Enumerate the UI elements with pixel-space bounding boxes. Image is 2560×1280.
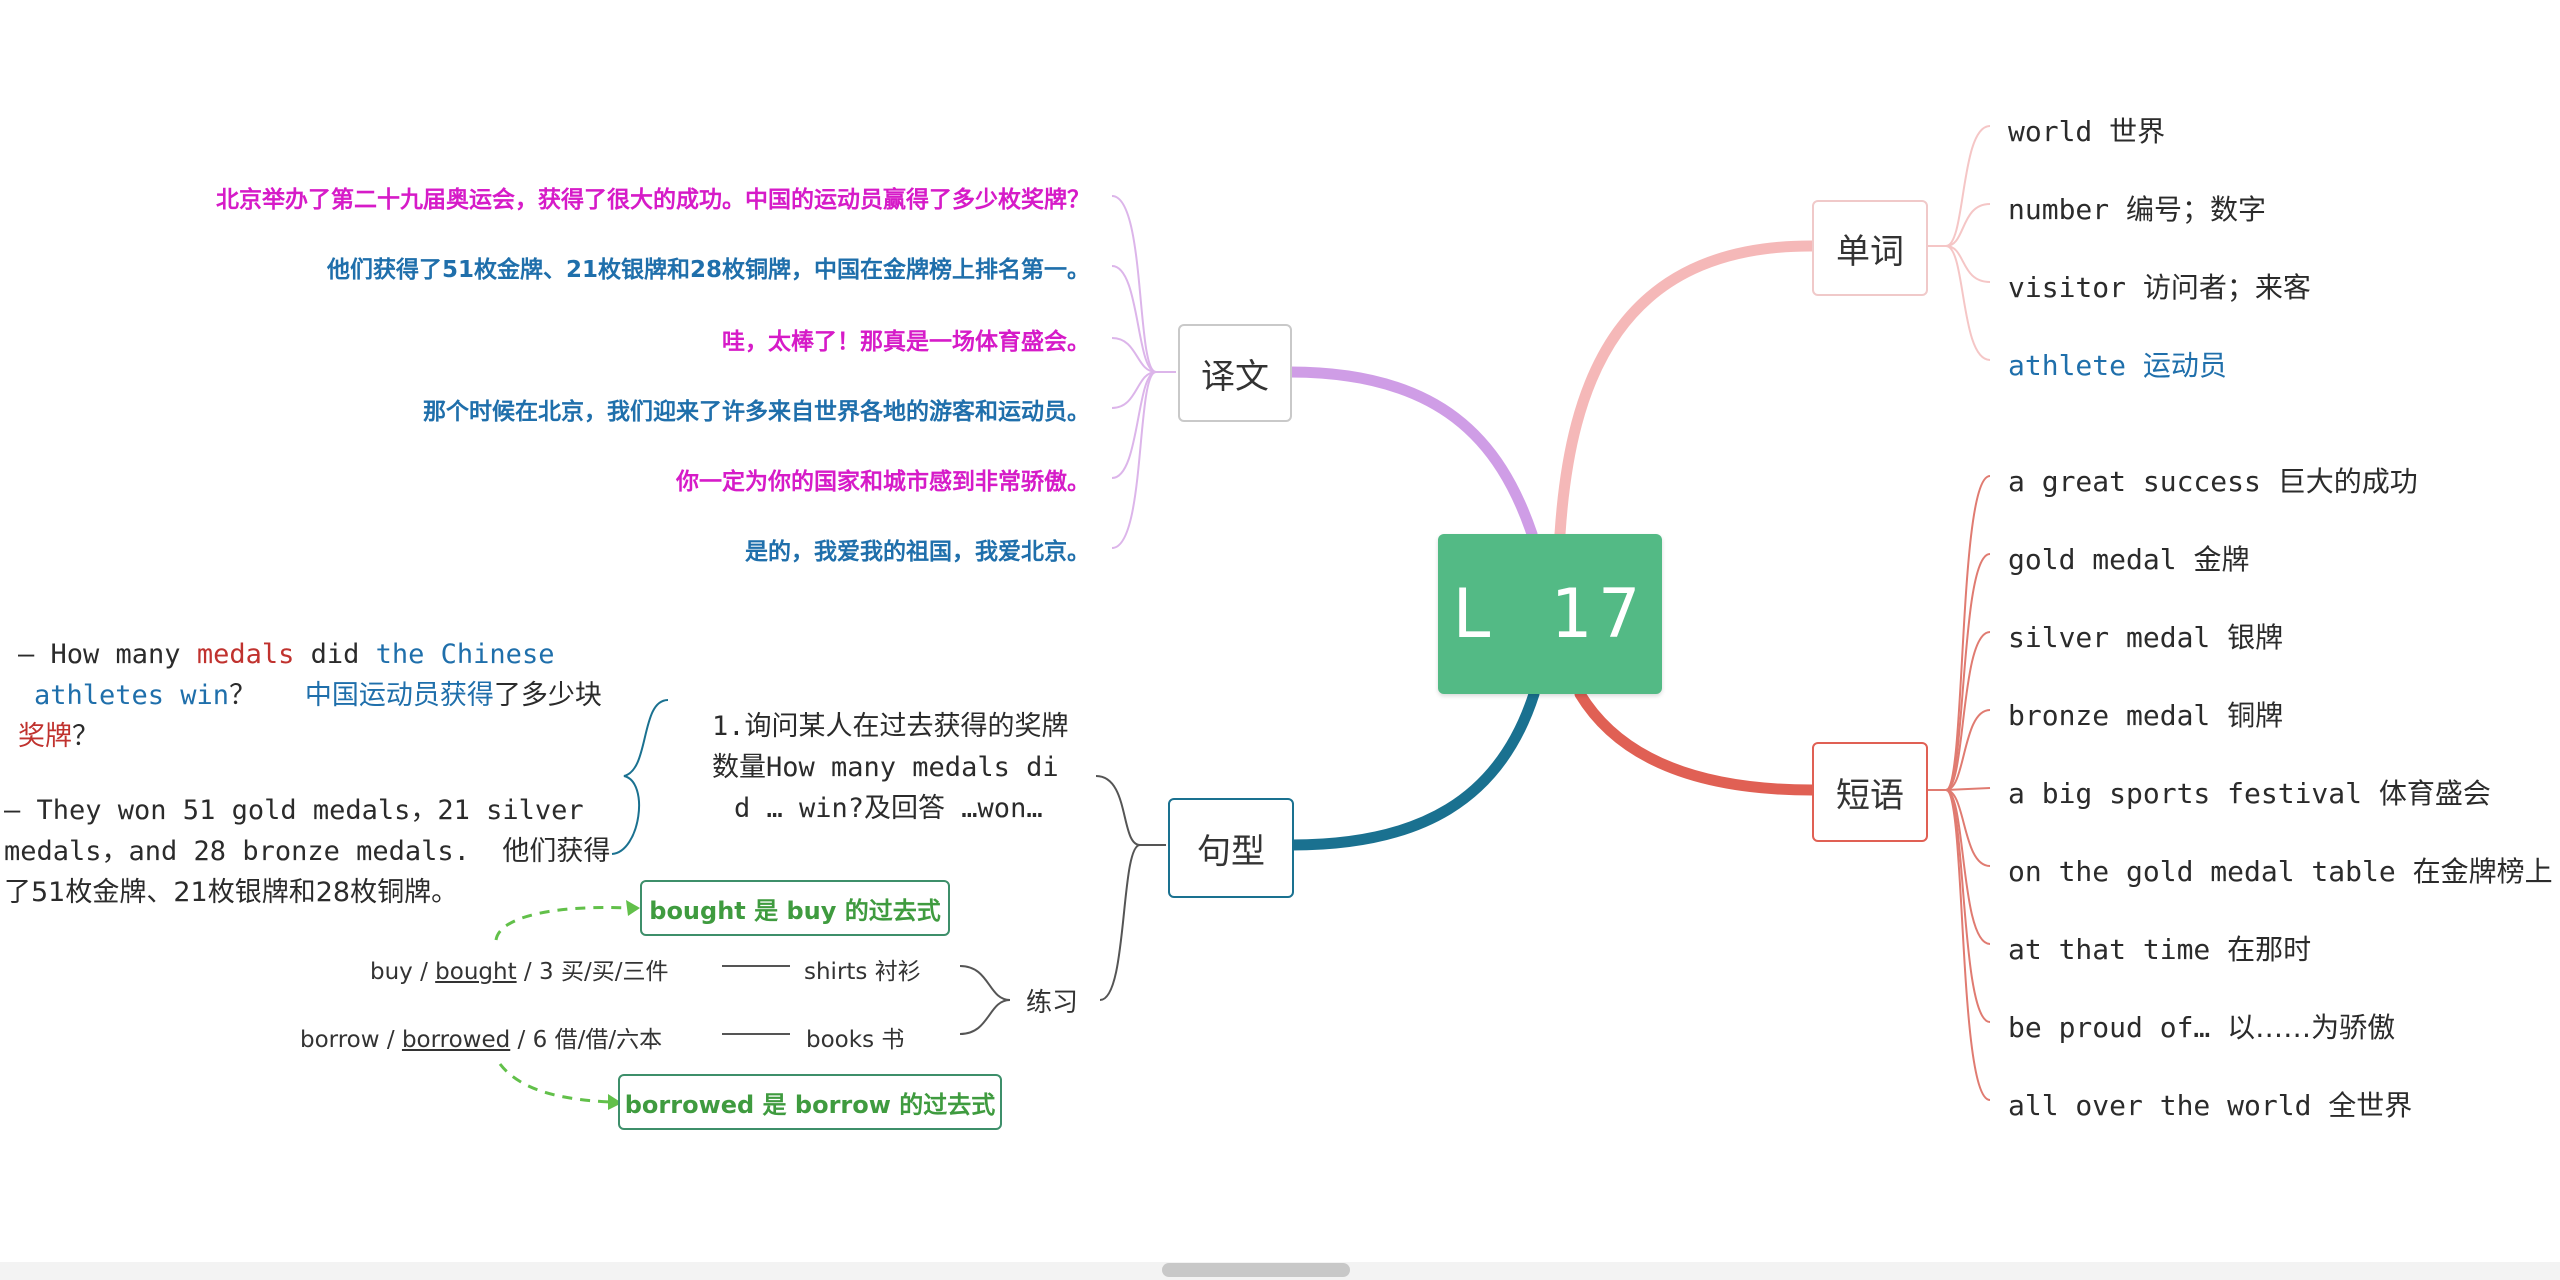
question-text: — How many (18, 639, 197, 670)
question-text: did (294, 639, 376, 670)
pattern-title-line: 1.询问某人在过去获得的奖牌 (712, 711, 1069, 742)
branch-patterns[interactable]: 句型 (1168, 798, 1294, 898)
note-borrowed[interactable]: borrowed 是 borrow 的过去式 (618, 1074, 1002, 1130)
branch-line-phrases (1574, 688, 1818, 796)
note-bought[interactable]: bought 是 buy 的过去式 (640, 880, 950, 936)
translation-item[interactable]: 北京举办了第二十九届奥运会，获得了很大的成功。中国的运动员赢得了多少枚奖牌？ (216, 187, 1090, 213)
question-keyword: the Chinese (375, 639, 555, 670)
phrase-item[interactable]: at that time 在那时 (2008, 933, 2312, 966)
question-translation: 中国运动员获得 (304, 680, 494, 711)
vocab-item[interactable]: athlete 运动员 (2008, 349, 2227, 382)
phrase-item[interactable]: gold medal 金牌 (2008, 543, 2250, 576)
practice-row-1[interactable]: buy / bought / 3 买/买/三件 (370, 952, 668, 986)
phrase-item[interactable]: all over the world 全世界 (2008, 1089, 2413, 1122)
question-text: ？ (229, 680, 257, 711)
translation-sub-lines (1111, 195, 1176, 549)
vocab-sub-lines (1926, 125, 1991, 361)
translation-item[interactable]: 那个时候在北京，我们迎来了许多来自世界各地的游客和运动员。 (423, 399, 1090, 425)
question-translation: 奖牌 (18, 721, 72, 752)
phrase-item[interactable]: silver medal 银牌 (2008, 621, 2284, 654)
answer-translation: 他们获得 (502, 836, 611, 867)
vocab-item[interactable]: number 编号；数字 (2008, 193, 2267, 226)
question-keyword: athletes win (34, 680, 230, 711)
translation-item[interactable]: 是的，我爱我的祖国，我爱北京。 (745, 539, 1090, 565)
phrase-item[interactable]: a big sports festival 体育盛会 (2008, 777, 2491, 810)
phrase-item[interactable]: bronze medal 铜牌 (2008, 699, 2284, 732)
pattern-question[interactable]: — How many medals did the Chinese athlet… (18, 634, 602, 757)
practice-text: / 6 借/借/六本 (510, 1027, 663, 1053)
phrase-item[interactable]: be proud of… 以……为骄傲 (2008, 1011, 2396, 1044)
vocab-item[interactable]: world 世界 (2008, 115, 2166, 148)
practice-text: buy / (370, 959, 436, 985)
answer-line: — They won 51 gold medals，21 silver (4, 795, 584, 826)
pattern-title-line: 数量How many medals di (712, 752, 1059, 783)
branch-line-vocab (1554, 240, 1818, 540)
answer-line: medals，and 28 bronze medals. (4, 836, 470, 867)
question-keyword: medals (196, 639, 295, 670)
practice-label[interactable]: 练习 (1026, 988, 1079, 1018)
practice-text: / 3 买/买/三件 (516, 959, 669, 985)
practice-noun-1[interactable]: shirts 衬衫 (804, 959, 921, 985)
question-translation: 了多少块 (493, 680, 602, 711)
scrollbar-thumb[interactable] (1162, 1263, 1350, 1277)
translation-item[interactable]: 他们获得了51枚金牌、21枚银牌和28枚铜牌，中国在金牌榜上排名第一。 (326, 257, 1090, 283)
practice-row-2[interactable]: borrow / borrowed / 6 借/借/六本 (300, 1020, 662, 1054)
branch-line-patterns (1286, 688, 1540, 851)
branch-phrases[interactable]: 短语 (1812, 742, 1928, 842)
question-text: ？ (72, 721, 99, 752)
branch-vocab[interactable]: 单词 (1812, 200, 1928, 296)
arrow-heads (608, 900, 640, 1110)
branch-line-translation (1284, 366, 1538, 540)
vocab-item[interactable]: visitor 访问者；来客 (2008, 271, 2311, 304)
central-topic[interactable]: L 17 (1438, 534, 1662, 694)
translation-item[interactable]: 哇，太棒了！那真是一场体育盛会。 (722, 329, 1090, 355)
practice-verb: borrowed (401, 1027, 511, 1053)
pattern-sub-lines (611, 699, 1166, 1035)
practice-verb: bought (435, 959, 517, 985)
pattern-title[interactable]: 1.询问某人在过去获得的奖牌 数量How many medals di d … … (712, 706, 1092, 829)
translation-item[interactable]: 你一定为你的国家和城市感到非常骄傲。 (676, 469, 1090, 495)
practice-text: borrow / (300, 1027, 402, 1053)
practice-noun-2[interactable]: books 书 (806, 1027, 905, 1053)
branch-translation[interactable]: 译文 (1178, 324, 1292, 422)
phrase-item[interactable]: a great success 巨大的成功 (2008, 465, 2418, 498)
answer-translation: 了51枚金牌、21枚银牌和28枚铜牌。 (4, 877, 459, 908)
phrase-sub-lines (1926, 475, 1991, 1101)
note-arrows (494, 906, 631, 1104)
phrase-item[interactable]: on the gold medal table 在金牌榜上 (2008, 855, 2553, 888)
pattern-answer[interactable]: — They won 51 gold medals，21 silver meda… (4, 790, 610, 913)
pattern-title-line: d … win?及回答 …won… (734, 793, 1043, 824)
